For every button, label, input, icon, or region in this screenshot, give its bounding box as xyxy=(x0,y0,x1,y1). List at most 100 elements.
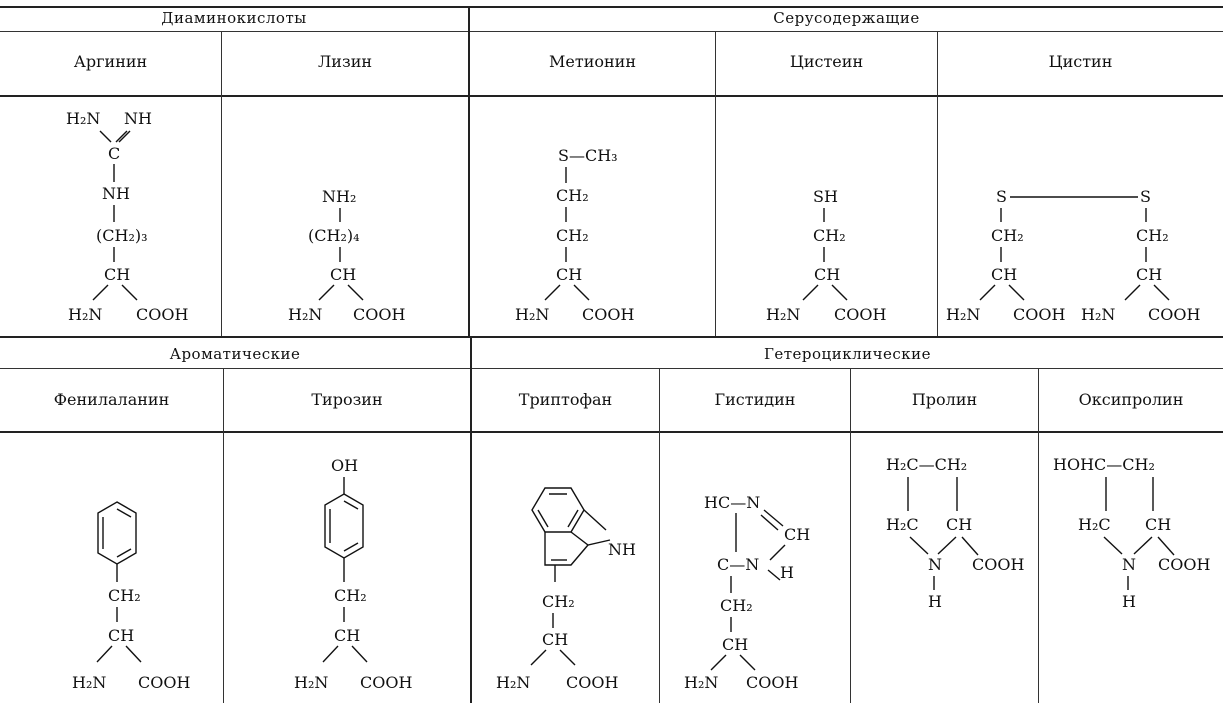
rule-top xyxy=(0,6,1223,8)
methionine-cooh: COOH xyxy=(582,305,634,324)
cystine-ch-left: CH xyxy=(991,265,1017,284)
histidine-ch: CH xyxy=(784,525,810,544)
proline-h: H xyxy=(928,592,942,611)
cystine-ch-right: CH xyxy=(1136,265,1162,284)
rule-group-bottom xyxy=(0,368,1223,369)
arginine-h2n: H₂N xyxy=(68,305,102,324)
histidine-cooh: COOH xyxy=(746,673,798,692)
name-methionine: Метионин xyxy=(549,52,636,71)
proline-ch: CH xyxy=(946,515,972,534)
name-lysine: Лизин xyxy=(317,52,373,71)
tryptophan-ch: CH xyxy=(542,630,568,649)
proline-h2c: H₂C xyxy=(886,515,919,534)
methionine-ch2-a: CH₂ xyxy=(556,186,589,205)
cysteine-sh: SH xyxy=(813,187,838,206)
cystine-ch2-right: CH₂ xyxy=(1136,226,1169,245)
tyrosine-benzene-ring xyxy=(324,493,364,559)
formula-lysine: NH₂ (CH₂)₄ CH H₂N COOH xyxy=(288,187,405,324)
divider-trp-his xyxy=(659,368,660,703)
divider-pro-hyp xyxy=(1038,368,1039,703)
cysteine-cooh: COOH xyxy=(834,305,886,324)
hydroxyproline-n: N xyxy=(1122,555,1136,574)
proline-n: N xyxy=(928,555,942,574)
cystine-cooh-right: COOH xyxy=(1148,305,1200,324)
arginine-nh: NH xyxy=(124,109,152,128)
histidine-hc-n: HC—N xyxy=(704,493,760,512)
lysine-ch: CH xyxy=(330,265,356,284)
phenylalanine-ch2: CH₂ xyxy=(108,586,141,605)
phenylalanine-cooh: COOH xyxy=(138,673,190,692)
cysteine-h2n: H₂N xyxy=(766,305,800,324)
name-cysteine: Цистеин xyxy=(789,52,864,71)
tyrosine-cooh: COOH xyxy=(360,673,412,692)
cystine-h2n-right: H₂N xyxy=(1081,305,1115,324)
name-histidine: Гистидин xyxy=(714,390,796,409)
arginine-nh-chain: NH xyxy=(102,184,130,203)
group-diamino: Диаминокислоты xyxy=(161,9,307,27)
methionine-sch3: S—CH₃ xyxy=(558,146,618,165)
divider-top-groups xyxy=(468,6,470,336)
lysine-h2n: H₂N xyxy=(288,305,322,324)
divider-cysteine-cystine xyxy=(937,31,938,336)
name-tryptophan: Триптофан xyxy=(518,390,613,409)
proline-cooh: COOH xyxy=(972,555,1024,574)
name-hydroxyproline: Оксипролин xyxy=(1078,390,1184,409)
tryptophan-cooh: COOH xyxy=(566,673,618,692)
name-arginine: Аргинин xyxy=(73,52,148,71)
cystine-s-right: S xyxy=(1140,187,1151,206)
hydroxyproline-cooh: COOH xyxy=(1158,555,1210,574)
group-heterocyclic: Гетероциклические xyxy=(763,345,932,363)
tryptophan-nh: NH xyxy=(608,540,636,559)
cysteine-ch: CH xyxy=(814,265,840,284)
divider-arginine-lysine xyxy=(221,31,222,336)
arginine-h2n-top: H₂N xyxy=(66,109,100,128)
tyrosine-oh: OH xyxy=(331,456,358,475)
formula-cysteine: SH CH₂ CH H₂N COOH xyxy=(766,187,886,324)
group-sulfur: Серусодержащие xyxy=(773,9,920,27)
name-cystine: Цистин xyxy=(1048,52,1113,71)
phenylalanine-ch: CH xyxy=(108,626,134,645)
arginine-cooh: COOH xyxy=(136,305,188,324)
cystine-h2n-left: H₂N xyxy=(946,305,980,324)
arginine-ch2-3: (CH₂)₃ xyxy=(96,226,148,245)
tryptophan-h2n: H₂N xyxy=(496,673,530,692)
lysine-cooh: COOH xyxy=(353,305,405,324)
phenylalanine-h2n: H₂N xyxy=(72,673,106,692)
histidine-ch2: CH₂ xyxy=(720,596,753,615)
histidine-ch: CH xyxy=(722,635,748,654)
cystine-s-left: S xyxy=(996,187,1007,206)
methionine-ch: CH xyxy=(556,265,582,284)
tryptophan-ch2: CH₂ xyxy=(542,592,575,611)
rule-names-bottom xyxy=(0,431,1223,433)
divider-his-pro xyxy=(850,368,851,703)
rule-names-top xyxy=(0,95,1223,97)
histidine-h2n: H₂N xyxy=(684,673,718,692)
cystine-ch2-left: CH₂ xyxy=(991,226,1024,245)
group-aromatic: Ароматические xyxy=(169,345,301,363)
rule-middle xyxy=(0,336,1223,338)
hydroxyproline-h: H xyxy=(1122,592,1136,611)
formula-hydroxyproline: HOHC—CH₂ H₂C CH N COOH H xyxy=(1053,455,1210,611)
cystine-cooh-left: COOH xyxy=(1013,305,1065,324)
formula-arginine: H₂N NH C NH (CH₂)₃ CH H₂N COOH xyxy=(66,109,188,324)
tyrosine-ch: CH xyxy=(334,626,360,645)
name-proline: Пролин xyxy=(911,390,978,409)
tyrosine-ch2: CH₂ xyxy=(334,586,367,605)
hydroxyproline-h2c: H₂C xyxy=(1078,515,1111,534)
lysine-ch2-4: (CH₂)₄ xyxy=(308,226,360,245)
formula-histidine: HC—N CH C—N H CH₂ CH H₂N COOH xyxy=(684,493,810,692)
formula-tryptophan: NH CH₂ CH H₂N COOH xyxy=(496,487,636,692)
hydroxyproline-ch: CH xyxy=(1145,515,1171,534)
divider-phe-tyr xyxy=(223,368,224,703)
methionine-ch2-b: CH₂ xyxy=(556,226,589,245)
formula-proline: H₂C—CH₂ H₂C CH N COOH H xyxy=(886,455,1024,611)
divider-methionine-cysteine xyxy=(715,31,716,336)
formula-methionine: S—CH₃ CH₂ CH₂ CH H₂N COOH xyxy=(515,146,634,324)
arginine-c: C xyxy=(108,144,120,163)
tyrosine-h2n: H₂N xyxy=(294,673,328,692)
proline-h2c-ch2: H₂C—CH₂ xyxy=(886,455,967,474)
histidine-c-n: C—N xyxy=(717,555,759,574)
formula-cystine: S S CH₂ CH₂ CH CH H₂N COOH H₂N COOH xyxy=(946,187,1200,324)
